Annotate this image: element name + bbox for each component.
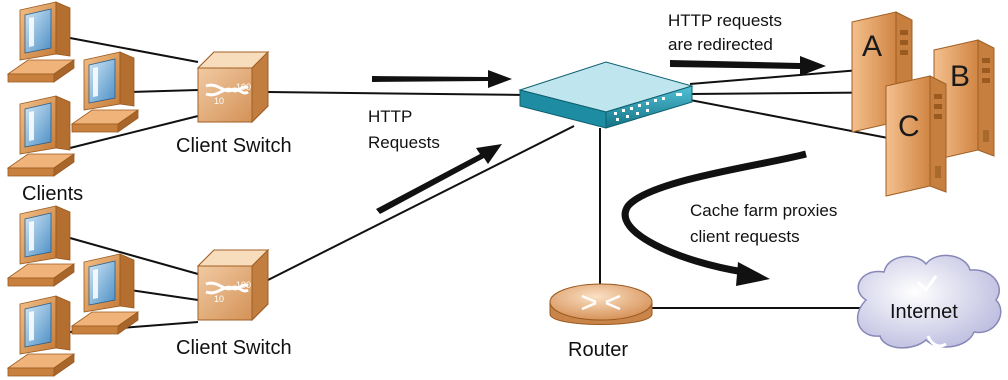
internet-cloud	[856, 254, 1002, 349]
server-a-label: A	[862, 30, 882, 63]
curved-arrow-icon	[621, 150, 807, 286]
cache-farm-label-line2: client requests	[690, 227, 800, 246]
server-b-label: B	[950, 60, 970, 93]
server-c-label: C	[898, 110, 920, 143]
link-device-serverA	[689, 69, 861, 85]
http-requests-label-line1: HTTP	[368, 107, 412, 126]
client-switch-bottom-label: Client Switch	[176, 337, 292, 359]
client-computer	[7, 295, 75, 377]
link-switch2-device	[267, 125, 575, 281]
link-switch1-device	[267, 91, 527, 96]
redirected-label-line2: are redirected	[668, 35, 773, 54]
client-computer	[71, 253, 139, 335]
cache-farm-label-line1: Cache farm proxies	[690, 201, 837, 220]
link-client1-switch1	[69, 37, 199, 63]
client-computer	[7, 95, 75, 177]
client-computer	[7, 205, 75, 287]
client-switch-bottom: 10 100	[196, 248, 270, 322]
switch-port-left-label: 10	[214, 294, 224, 304]
router-label: Router	[568, 339, 628, 361]
switch-port-right-label: 100	[236, 280, 251, 290]
router	[549, 283, 653, 325]
link-client2-switch1	[129, 89, 199, 93]
internet-label: Internet	[890, 301, 958, 323]
clients-label: Clients	[22, 183, 83, 205]
arrow-icon	[670, 56, 826, 76]
switch-port-left-label: 10	[214, 96, 224, 106]
redirected-label-line1: HTTP requests	[668, 11, 782, 30]
client-computer	[7, 1, 75, 83]
client-switch-top-label: Client Switch	[176, 135, 292, 157]
client-switch-top: 10 100	[196, 50, 270, 124]
http-requests-label-line2: Requests	[368, 133, 440, 152]
client-computer	[71, 51, 139, 133]
switch-port-right-label: 100	[236, 82, 251, 92]
link-client3-switch1	[69, 115, 199, 149]
link-client5-switch2	[129, 289, 199, 301]
content-switch-device	[518, 61, 694, 129]
arrow-icon	[372, 70, 512, 88]
arrow-icon	[376, 144, 502, 214]
link-client4-switch2	[69, 237, 199, 275]
